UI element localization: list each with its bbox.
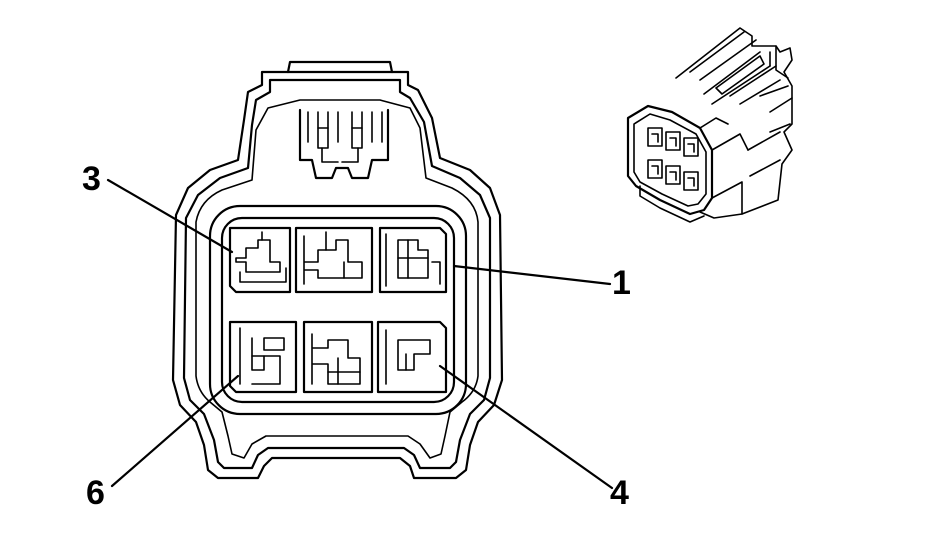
- callout-labels: 3 1 6 4: [82, 160, 631, 512]
- terminal-cavity-frame: [208, 204, 468, 416]
- callout-3: 3: [82, 160, 101, 198]
- terminal-cavity-1: [378, 226, 448, 294]
- mini-cavity-e: [665, 165, 681, 185]
- cavity-row-bottom: [228, 320, 448, 394]
- terminal-cavity-2: [294, 226, 374, 294]
- terminal-cavity-6: [228, 320, 298, 394]
- leader-line-3: [106, 178, 234, 254]
- callout-6: 6: [86, 474, 105, 512]
- terminal-cavity-5: [302, 320, 374, 394]
- mini-cavity-a: [647, 127, 663, 147]
- terminal-cavity-3: [228, 226, 292, 294]
- callout-1: 1: [612, 264, 631, 302]
- connector-perspective-view: [626, 27, 793, 223]
- leader-line-4: [438, 364, 614, 490]
- mini-cavity-d: [647, 159, 663, 179]
- callout-4: 4: [610, 474, 629, 512]
- connector-housing: [171, 60, 504, 480]
- mini-cavity-c: [683, 137, 699, 157]
- leader-lines: [106, 178, 614, 490]
- terminal-cavity-4: [376, 320, 448, 394]
- leader-line-1: [452, 264, 612, 286]
- mini-cavity-f: [683, 171, 699, 191]
- leader-line-6: [110, 374, 240, 488]
- mini-cavity-b: [665, 131, 681, 151]
- cavity-row-top: [228, 226, 448, 294]
